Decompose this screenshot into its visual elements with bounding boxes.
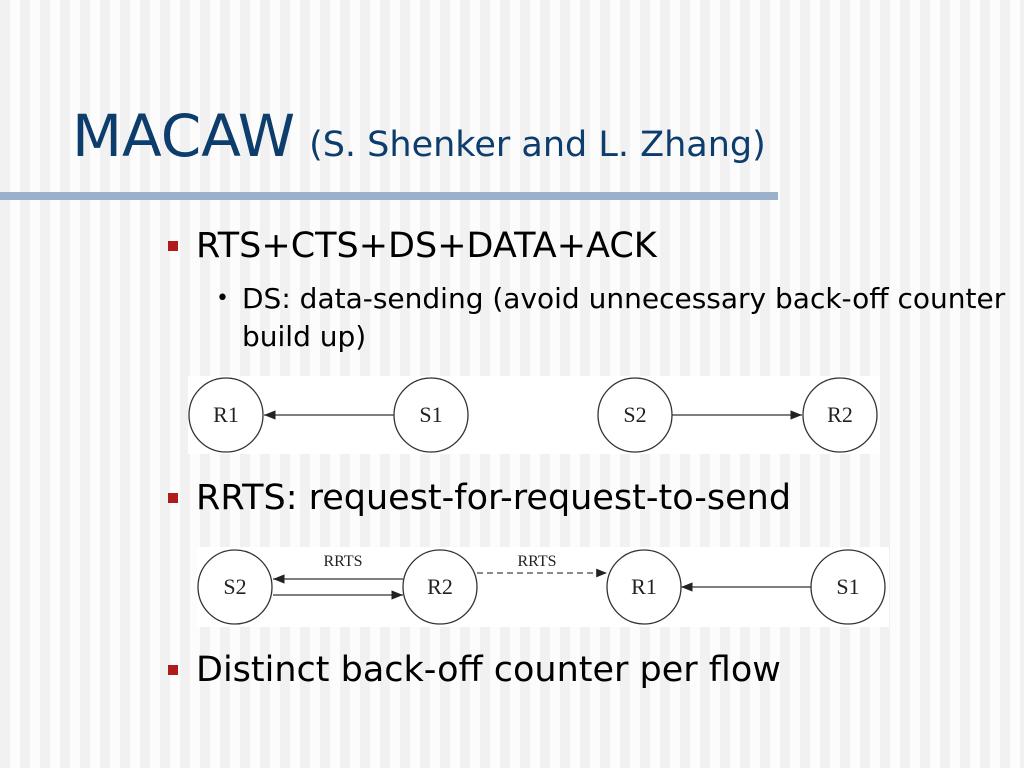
slide-title: MACAW (S. Shenker and L. Zhang): [72, 102, 766, 170]
node-s2-label: S2: [623, 402, 646, 427]
bullet-square-icon: [168, 665, 178, 675]
title-underline: [0, 192, 778, 200]
node-s1-label: S1: [836, 574, 859, 599]
node-s2-label: S2: [223, 574, 246, 599]
bullet-text-1: RTS+CTS+DS+DATA+ACK: [196, 226, 657, 266]
bullet-text-3: Distinct back-off counter per flow: [196, 650, 781, 690]
node-r1-label: R1: [213, 402, 239, 427]
node-r2: R2: [802, 377, 878, 453]
edge-label-rrts-1: RRTS: [323, 553, 362, 570]
node-r2-label: R2: [427, 574, 453, 599]
node-s2: S2: [597, 377, 673, 453]
sub-bullet-text: DS: data-sending (avoid unnecessary back…: [242, 282, 1006, 353]
node-s1: S1: [393, 377, 469, 453]
node-s1: S1: [810, 549, 886, 625]
bullet-text-2: RRTS: request-for-request-to-send: [196, 478, 792, 518]
bullet-square-icon: [168, 493, 178, 503]
node-r1: R1: [188, 377, 264, 453]
diagram-rts-flow: R1 S1 S2 R2: [188, 376, 880, 454]
node-s1-label: S1: [419, 402, 442, 427]
title-main: MACAW: [72, 102, 296, 170]
title-subtitle: (S. Shenker and L. Zhang): [309, 125, 766, 165]
node-r2-label: R2: [827, 402, 853, 427]
node-r1-label: R1: [631, 574, 657, 599]
node-r2: R2: [402, 549, 478, 625]
node-s2: S2: [197, 549, 273, 625]
diagram-rrts-flow: S2 R2 R1 S1 RRTS RRTS: [197, 547, 889, 627]
edge-label-rrts-2: RRTS: [517, 553, 556, 570]
bullet-square-icon: [168, 241, 178, 251]
sub-bullet-dot-icon: •: [216, 286, 229, 311]
node-r1: R1: [606, 549, 682, 625]
